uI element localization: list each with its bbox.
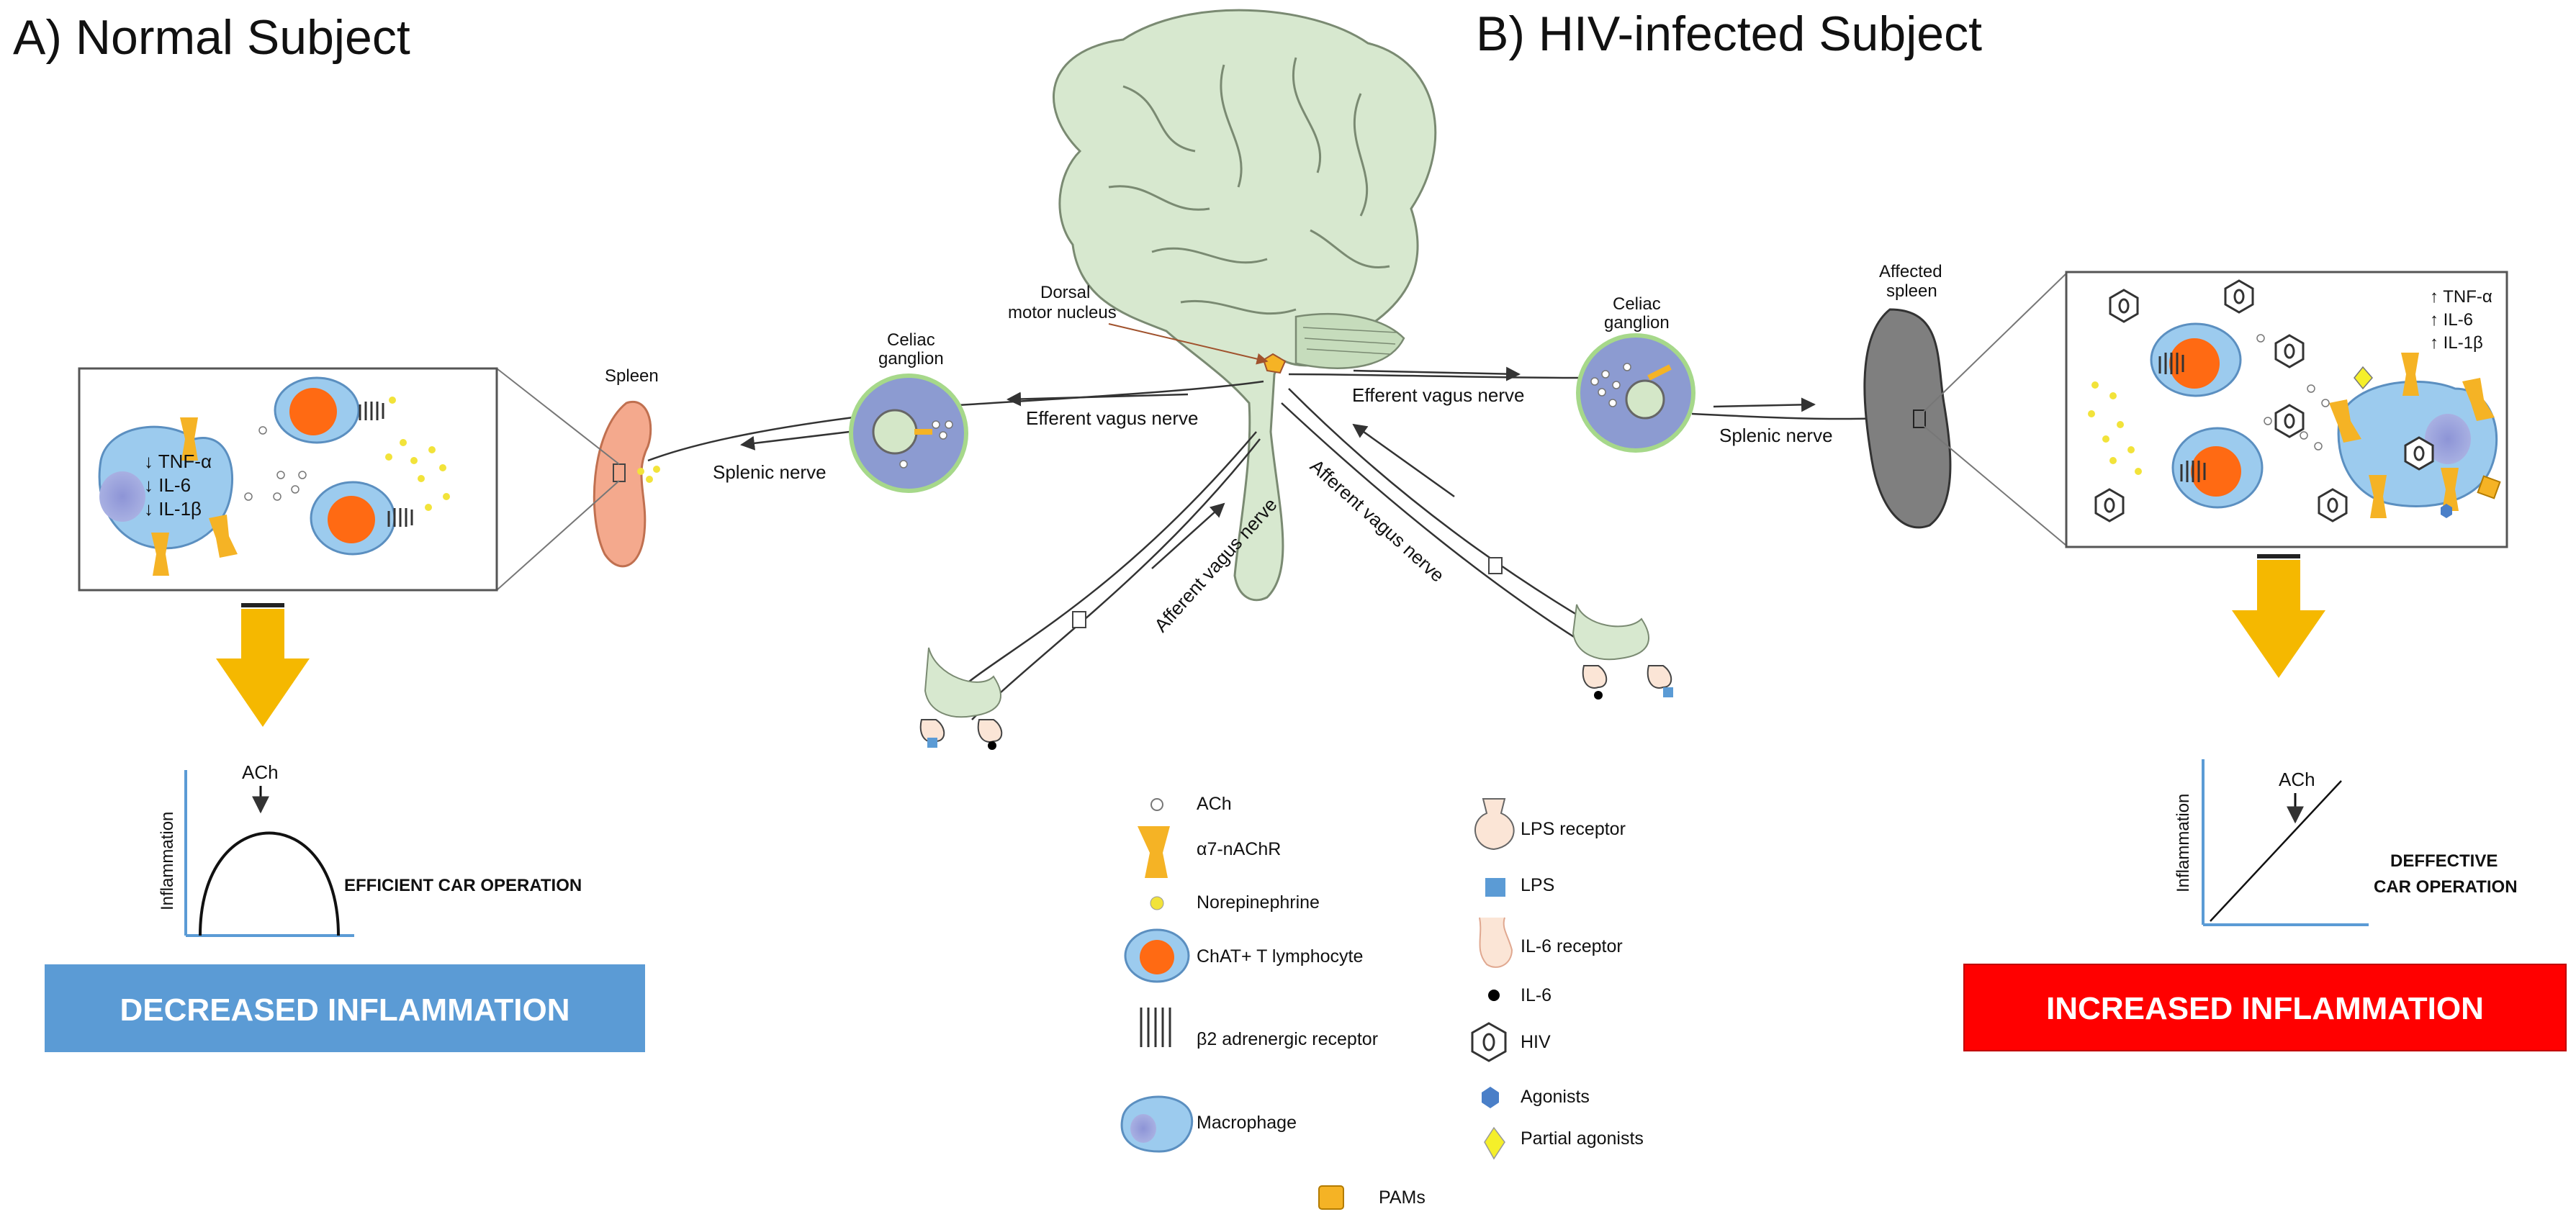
celiac-label-normal-line2: ganglion [878, 349, 944, 368]
legend-lps-receptor-icon [1474, 798, 1515, 851]
a7-nachr-receptors-hiv [2329, 353, 2495, 518]
legend-hiv-label: HIV [1521, 1032, 1551, 1052]
celiac-ganglion-normal [849, 374, 968, 493]
efferent-nerve-label-normal: Efferent vagus nerve [1026, 407, 1198, 429]
graph-hiv-caption-line1: DEFFECTIVE [2390, 851, 2498, 871]
spleen-hiv [1863, 308, 1952, 529]
legend-agonists-icon [1482, 1087, 1499, 1108]
legend-il6-receptor-label: IL-6 receptor [1521, 936, 1623, 956]
legend-lymphocyte-label: ChAT+ T lymphocyte [1197, 946, 1363, 967]
legend: ACh α7-nAChR Norepinephrine ChAT+ T lymp… [1120, 794, 1644, 1210]
pam-zoom [2477, 475, 2501, 499]
spleen-label-hiv-line2: spleen [1886, 281, 1937, 301]
banner-normal-bg [45, 964, 645, 1052]
normal-il1b: ↓ IL-1β [144, 498, 202, 520]
macrophage-normal [98, 425, 234, 550]
celiac-label-normal-line1: Celiac [887, 330, 935, 350]
norepinephrine-dots-normal [385, 397, 450, 511]
normal-tnf: ↓ TNF-α [144, 451, 212, 472]
legend-il6-label: IL-6 [1521, 985, 1552, 1005]
ach-dots-normal [244, 426, 307, 501]
graph-hiv [2202, 759, 2369, 926]
legend-il6-icon [1488, 990, 1500, 1001]
banner-hiv-bg [1963, 964, 2567, 1051]
graph-normal-caption: EFFICIENT CAR OPERATION [344, 876, 582, 895]
ach-dots-hiv [2256, 334, 2330, 451]
legend-a7-nachr-label: α7-nAChR [1197, 839, 1281, 859]
legend-a7-nachr-icon [1138, 826, 1170, 878]
hiv-particles-zoom [2094, 279, 2434, 522]
hiv-il6: ↑ IL-6 [2430, 310, 2473, 330]
graph-hiv-marker: ACh [2279, 769, 2315, 790]
banner-hiv-text: INCREASED INFLAMMATION [2046, 991, 2484, 1026]
graph-normal [184, 770, 354, 937]
dorsal-label-line1: Dorsal [1040, 283, 1090, 302]
legend-partial-agonists-icon [1484, 1126, 1505, 1160]
down-arrow-normal [216, 603, 310, 727]
brain [1053, 9, 1437, 602]
graph-hiv-caption-line2: CAR OPERATION [2374, 877, 2518, 897]
celiac-label-hiv-line1: Celiac [1613, 294, 1661, 314]
legend-lps-icon [1485, 878, 1505, 897]
graph-hiv-ylabel: Inflammation [2174, 794, 2193, 892]
legend-agonists-label: Agonists [1521, 1087, 1590, 1107]
zoom-lines-hiv [1923, 273, 2067, 546]
nerve-paths [647, 366, 1901, 720]
hiv-tnf: ↑ TNF-α [2430, 287, 2492, 307]
legend-il6-receptor-icon [1479, 917, 1513, 968]
down-arrow-hiv [2232, 554, 2325, 678]
legend-lps-label: LPS [1521, 875, 1554, 895]
spleen-label-normal: Spleen [605, 366, 659, 386]
spleen-normal [593, 400, 660, 568]
legend-macrophage-label: Macrophage [1197, 1113, 1297, 1133]
norepinephrine-dots-hiv [2088, 381, 2142, 475]
legend-hiv-icon [1471, 1022, 1507, 1062]
panel-a-title: A) Normal Subject [13, 10, 410, 65]
splenic-nerve-label-hiv: Splenic nerve [1719, 425, 1833, 446]
celiac-label-hiv-line2: ganglion [1604, 313, 1670, 332]
legend-b2-receptor-icon [1140, 1008, 1171, 1047]
zoom-lines-normal [496, 368, 620, 591]
afferent-nerve-label-hiv: Afferent vagus nerve [1306, 455, 1449, 587]
dorsal-label-line2: motor nucleus [1008, 303, 1117, 322]
legend-ach-label: ACh [1197, 794, 1232, 814]
celiac-ganglion-hiv [1576, 333, 1695, 453]
legend-pams-label: PAMs [1379, 1187, 1426, 1208]
legend-b2-receptor-label: β2 adrenergic receptor [1197, 1029, 1378, 1049]
agonist-zoom [2441, 504, 2452, 518]
legend-partial-agonists-label: Partial agonists [1521, 1128, 1644, 1149]
banner-normal-text: DECREASED INFLAMMATION [120, 992, 570, 1028]
legend-norepinephrine-label: Norepinephrine [1197, 892, 1320, 913]
splenic-nerve-label-normal: Splenic nerve [713, 461, 827, 483]
sensory-terminal-right [1488, 557, 1673, 700]
graph-normal-marker: ACh [242, 761, 279, 783]
graph-normal-ylabel: Inflammation [158, 812, 177, 910]
efferent-nerve-label-hiv: Efferent vagus nerve [1352, 384, 1524, 406]
a7-nachr-receptors-normal [151, 417, 238, 576]
spleen-label-hiv-line1: Affected [1879, 262, 1942, 281]
dorsal-pointer-line [1108, 323, 1269, 365]
t-lymphocytes-normal [274, 376, 413, 556]
t-lymphocytes-hiv [2150, 322, 2264, 509]
legend-lps-receptor-label: LPS receptor [1521, 819, 1626, 839]
legend-norepinephrine-icon [1150, 896, 1164, 910]
hiv-il1b: ↑ IL-1β [2430, 333, 2483, 353]
normal-il6: ↓ IL-6 [144, 474, 191, 496]
legend-pams-icon [1318, 1185, 1344, 1210]
panel-b-title: B) HIV-infected Subject [1476, 6, 1982, 61]
legend-ach-icon [1150, 798, 1163, 811]
sensory-terminal-left [919, 611, 1086, 750]
partial-agonist-zoom [2354, 366, 2373, 390]
